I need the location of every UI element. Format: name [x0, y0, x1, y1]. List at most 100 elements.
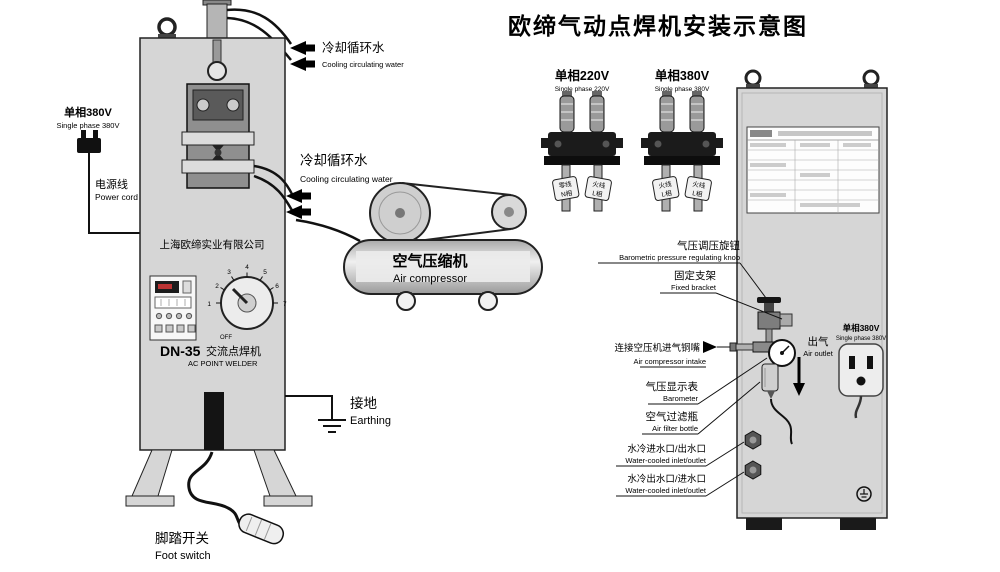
lifting-eye-icon [862, 69, 880, 88]
panel-switch[interactable] [176, 324, 185, 333]
air-outlet-indicator: 出气 Air outlet [793, 335, 834, 396]
air-outlet-label-en: Air outlet [803, 349, 834, 358]
plug-220v-label-en: Single phase 220V [555, 86, 610, 93]
terminal-tag-text: 火线 [692, 179, 707, 190]
power-cord-label-cn: 电源线 [95, 177, 128, 191]
callout-bracket: 固定支架 Fixed bracket [660, 269, 783, 320]
panel-switch[interactable] [165, 324, 174, 333]
air-outlet-label-cn: 出气 [808, 335, 829, 348]
knob-number: 3 [227, 269, 231, 276]
right-arrow-icon [703, 341, 717, 353]
machine-foot-left [125, 495, 175, 507]
power-cord-line [88, 153, 140, 234]
terminal-tag-text: 火线 [592, 179, 607, 190]
callout-intake: 连接空压机进气铜嘴 Air compressor intake [614, 341, 730, 368]
lower-arm [181, 159, 255, 174]
cooling-mid-label-cn: 冷却循环水 [300, 153, 368, 168]
plug-220v-label-cn: 单相220V [555, 68, 610, 83]
lower-electrode [212, 153, 224, 160]
lifting-eye-icon [744, 69, 762, 88]
terminal-tag: 火线 L相 [652, 176, 680, 201]
plug-pin [689, 95, 705, 133]
callout-bracket-cn: 固定支架 [674, 269, 716, 282]
cooling-arrow-icon [290, 41, 306, 55]
terminal-tag-text: N相 [560, 188, 573, 199]
panel-button[interactable] [185, 312, 193, 320]
cooling-arrow-icon [286, 205, 302, 219]
panel-switch[interactable] [187, 324, 196, 333]
cooling-arrow-icon [290, 57, 306, 71]
foot-switch-label-en: Foot switch [155, 550, 211, 562]
cooling-hose-top-1 [226, 8, 293, 45]
knob-number: 6 [275, 283, 279, 290]
power-socket: 单相380V Single phase 380V [836, 323, 886, 419]
ground-symbol-icon [318, 419, 346, 433]
power-supply-group: 单相380V Single phase 380V 电源线 Power cord [57, 105, 140, 234]
callout-bracket-en: Fixed bracket [671, 283, 717, 292]
machine-leg-right [253, 449, 297, 497]
plug-body [648, 132, 716, 156]
diagram-title: 欧缔气动点焊机安装示意图 [508, 13, 808, 39]
lifting-eye-icon [157, 17, 177, 39]
regulator-body [757, 311, 781, 330]
knob-number: 4 [245, 264, 249, 271]
callout-water-2: 水冷出水口/进水口 Water-cooled inlet/outlet [616, 471, 745, 497]
pressure-regulator-assembly [729, 297, 796, 445]
panel-button[interactable] [155, 312, 163, 320]
plug-pin [559, 95, 575, 133]
model-name-cn: 交流点焊机 [206, 344, 261, 358]
earthing-group: 接地 Earthing [285, 395, 391, 433]
power-plug-icon [77, 130, 101, 153]
callout-intake-cn: 连接空压机进气铜嘴 [614, 342, 700, 354]
knob-number: 5 [263, 269, 267, 276]
panel-button[interactable] [175, 312, 183, 320]
terminal-tag-text: L相 [661, 188, 673, 199]
cooling-label-top: 冷却循环水 Cooling circulating water [290, 41, 404, 71]
plug-380v-label-en: Single phase 380V [655, 86, 710, 93]
ground-screw-icon [856, 486, 872, 502]
callout-filter: 空气过滤瓶 Air filter bottle [642, 381, 761, 435]
callout-water1-en: Water-cooled inlet/outlet [625, 456, 707, 465]
intake-nipple [734, 343, 754, 351]
electrode-bar [204, 392, 224, 450]
cooling-label-mid: 冷却循环水 Cooling circulating water [286, 153, 393, 219]
regulator-knob[interactable] [757, 297, 781, 303]
power-voltage-label-cn: 单相380V [64, 105, 112, 119]
fixed-bracket [779, 313, 793, 327]
callout-water-1: 水冷进水口/出水口 Water-cooled inlet/outlet [616, 441, 745, 467]
cabinet-foot [746, 518, 782, 530]
meter [154, 296, 192, 309]
cooling-hose-mid-2 [253, 174, 295, 213]
nameplate [746, 126, 880, 214]
plug-220v-group: 单相220V Single phase 220V 零线 N相 火线 L相 [541, 68, 623, 212]
panel-switch[interactable] [154, 324, 163, 333]
welder-machine: 上海欧缔实业有限公司 [125, 0, 313, 507]
air-filter-bottle [761, 363, 779, 392]
earthing-label-cn: 接地 [350, 395, 377, 411]
callout-water1-cn: 水冷进水口/出水口 [627, 443, 706, 455]
cooling-hose-mid-1 [253, 164, 295, 197]
terminal-tag-text: L相 [592, 188, 604, 199]
upper-electrode [212, 145, 224, 152]
plug-380v-label-cn: 单相380V [655, 68, 710, 83]
rear-plug-label-cn: 单相380V [843, 323, 880, 333]
cooling-arrow-icon [286, 189, 302, 203]
cooling-top-label-cn: 冷却循环水 [322, 41, 385, 55]
foot-switch-cable [187, 451, 245, 529]
knob-number: 1 [207, 301, 211, 308]
cooling-top-label-en: Cooling circulating water [322, 60, 404, 69]
terminal-tag: 零线 N相 [552, 176, 580, 201]
compressor-wheel [478, 291, 498, 311]
callout-filter-en: Air filter bottle [652, 424, 698, 433]
earthing-wire [285, 395, 333, 420]
foot-pedal[interactable] [236, 511, 286, 546]
callout-barometer: 气压显示表 Barometer [646, 357, 768, 405]
callout-filter-cn: 空气过滤瓶 [646, 410, 699, 423]
callout-water2-en: Water-cooled inlet/outlet [625, 486, 707, 495]
drain-hose [770, 398, 793, 445]
power-knob[interactable]: 1 2 3 4 5 6 7 OFF [207, 264, 287, 341]
panel-button[interactable] [165, 312, 173, 320]
terminal-tag-text: 火线 [658, 179, 673, 190]
